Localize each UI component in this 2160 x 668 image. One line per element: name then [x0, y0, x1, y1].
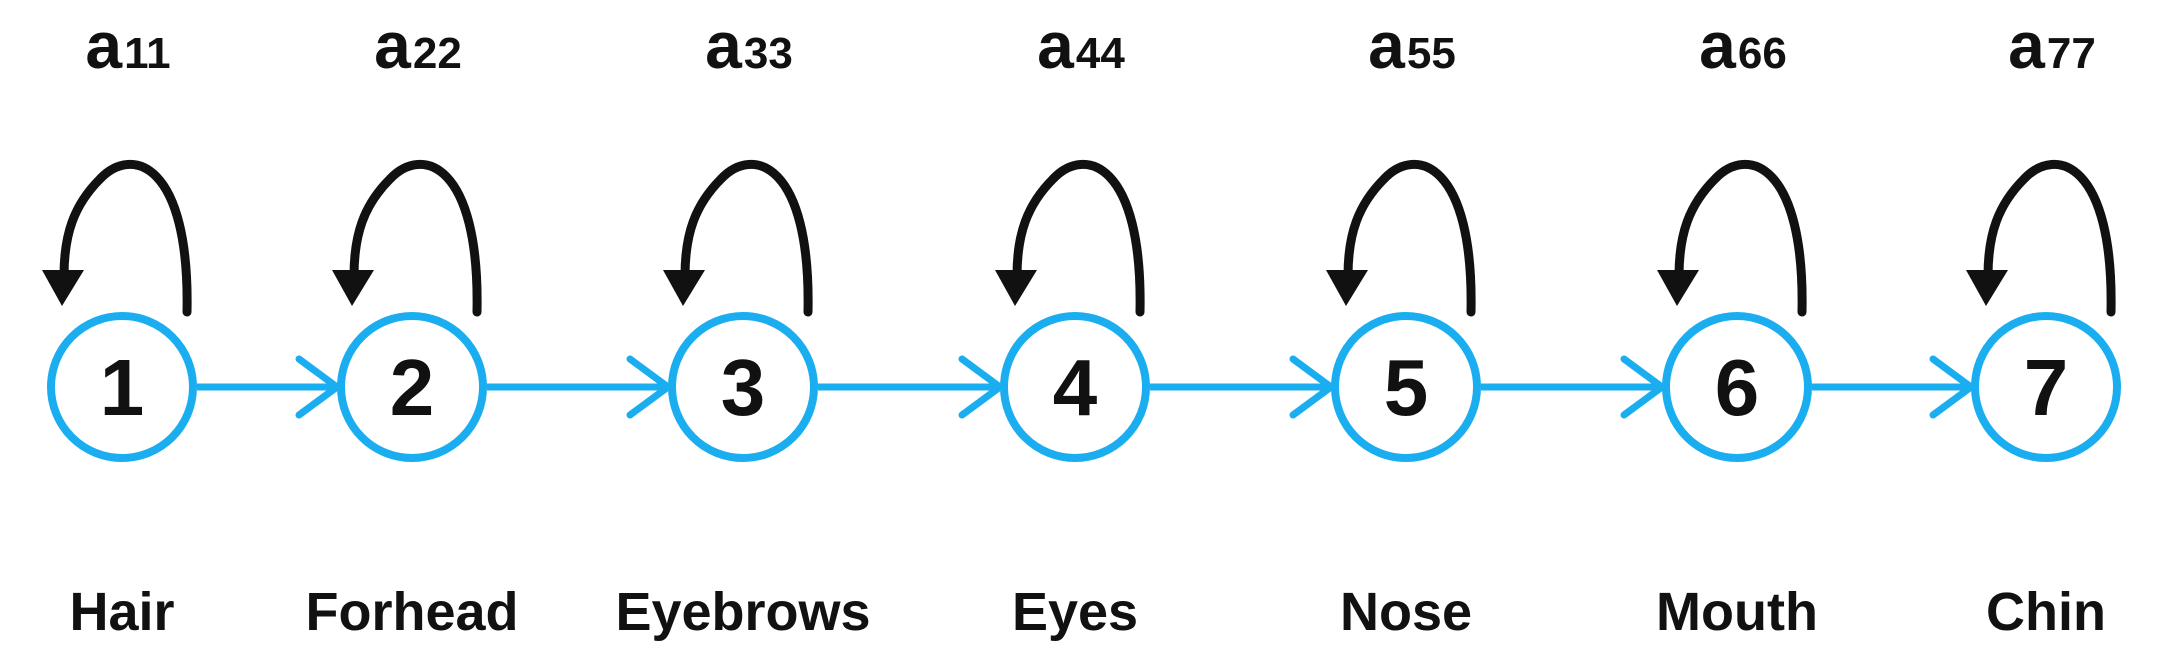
self-loop-label-symbol: a: [705, 8, 743, 82]
state-node-7: 7: [1971, 312, 2121, 462]
self-loop-label-index: 66: [1738, 29, 1787, 78]
region-label: Forhead: [305, 582, 518, 642]
state-node-1: 1: [47, 312, 197, 462]
self-loop-1: [42, 160, 192, 317]
self-loop-arcs: [42, 160, 2116, 317]
self-loop-arrowhead-icon: [663, 270, 705, 306]
self-loop-6: [1657, 160, 1807, 317]
self-loop-4: [995, 160, 1145, 317]
state-node-4: 4: [1000, 312, 1150, 462]
self-loop-arc: [349, 160, 482, 317]
state-number: 2: [390, 343, 435, 432]
state-node-6: 6: [1662, 312, 1812, 462]
state-circle: [47, 312, 197, 462]
self-loop-label-index: 22: [413, 29, 462, 78]
self-loop-arrowhead-icon: [332, 270, 374, 306]
self-loop-arrowhead-icon: [995, 270, 1037, 306]
state-node-5: 5: [1331, 312, 1481, 462]
state-number: 1: [100, 343, 145, 432]
state-circle: [1662, 312, 1812, 462]
self-loop-label-symbol: a: [85, 8, 123, 82]
self-loop-label: a66: [1699, 8, 1787, 82]
state-nodes: 1 2 3 4 5 6 7: [47, 312, 2121, 462]
transition-arrow-2-3: [487, 355, 672, 419]
self-loop-label: a11: [85, 8, 170, 82]
region-label: Chin: [1986, 582, 2106, 642]
self-loop-3: [663, 160, 813, 317]
region-label: Nose: [1340, 582, 1472, 642]
self-loop-arrowhead-icon: [1966, 270, 2008, 306]
transition-arrow-1-2: [197, 355, 341, 419]
self-loop-label-index: 33: [744, 29, 793, 78]
transition-arrow-3-4: [818, 355, 1004, 419]
self-loop-label-symbol: a: [374, 8, 412, 82]
region-label: Hair: [69, 582, 174, 642]
self-loop-label-symbol: a: [2008, 8, 2046, 82]
self-loop-arrowhead-icon: [1657, 270, 1699, 306]
region-label: Mouth: [1656, 582, 1818, 642]
self-loop-label-index: 55: [1407, 29, 1456, 78]
self-loop-label: a44: [1037, 8, 1125, 82]
state-circle: [1000, 312, 1150, 462]
state-number: 6: [1715, 343, 1760, 432]
state-circle: [1971, 312, 2121, 462]
state-number: 3: [721, 343, 766, 432]
self-loop-5: [1326, 160, 1476, 317]
state-circle: [668, 312, 818, 462]
state-number: 4: [1053, 343, 1098, 432]
self-loop-label: a33: [705, 8, 793, 82]
state-node-2: 2: [337, 312, 487, 462]
state-number: 7: [2024, 343, 2069, 432]
transition-arrow-4-5: [1150, 355, 1335, 419]
self-loop-label: a22: [374, 8, 462, 82]
diagram-labels: a11Haira22Forheada33Eyebrowsa44Eyesa55No…: [69, 8, 2106, 642]
self-loop-2: [332, 160, 482, 317]
state-number: 5: [1384, 343, 1429, 432]
region-label: Eyebrows: [615, 582, 870, 642]
self-loop-label: a55: [1368, 8, 1456, 82]
self-loop-label-index: 44: [1076, 29, 1125, 78]
self-loop-7: [1966, 160, 2116, 317]
self-loop-arc: [1674, 160, 1807, 317]
self-loop-label-symbol: a: [1037, 8, 1075, 82]
self-loop-arc: [1983, 160, 2116, 317]
self-loop-arc: [1012, 160, 1145, 317]
state-circle: [1331, 312, 1481, 462]
self-loop-arc: [59, 160, 192, 317]
region-label: Eyes: [1012, 582, 1138, 642]
self-loop-arrowhead-icon: [1326, 270, 1368, 306]
self-loop-label-symbol: a: [1699, 8, 1737, 82]
self-loop-arc: [680, 160, 813, 317]
self-loop-label: a77: [2008, 8, 2096, 82]
state-circle: [337, 312, 487, 462]
self-loop-arc: [1343, 160, 1476, 317]
transition-arrow-6-7: [1812, 355, 1975, 419]
transition-arrow-5-6: [1481, 355, 1666, 419]
self-loop-label-index: 77: [2047, 29, 2096, 78]
self-loop-label-symbol: a: [1368, 8, 1406, 82]
self-loop-label-index: 11: [124, 29, 171, 78]
self-loop-arrowhead-icon: [42, 270, 84, 306]
state-node-3: 3: [668, 312, 818, 462]
